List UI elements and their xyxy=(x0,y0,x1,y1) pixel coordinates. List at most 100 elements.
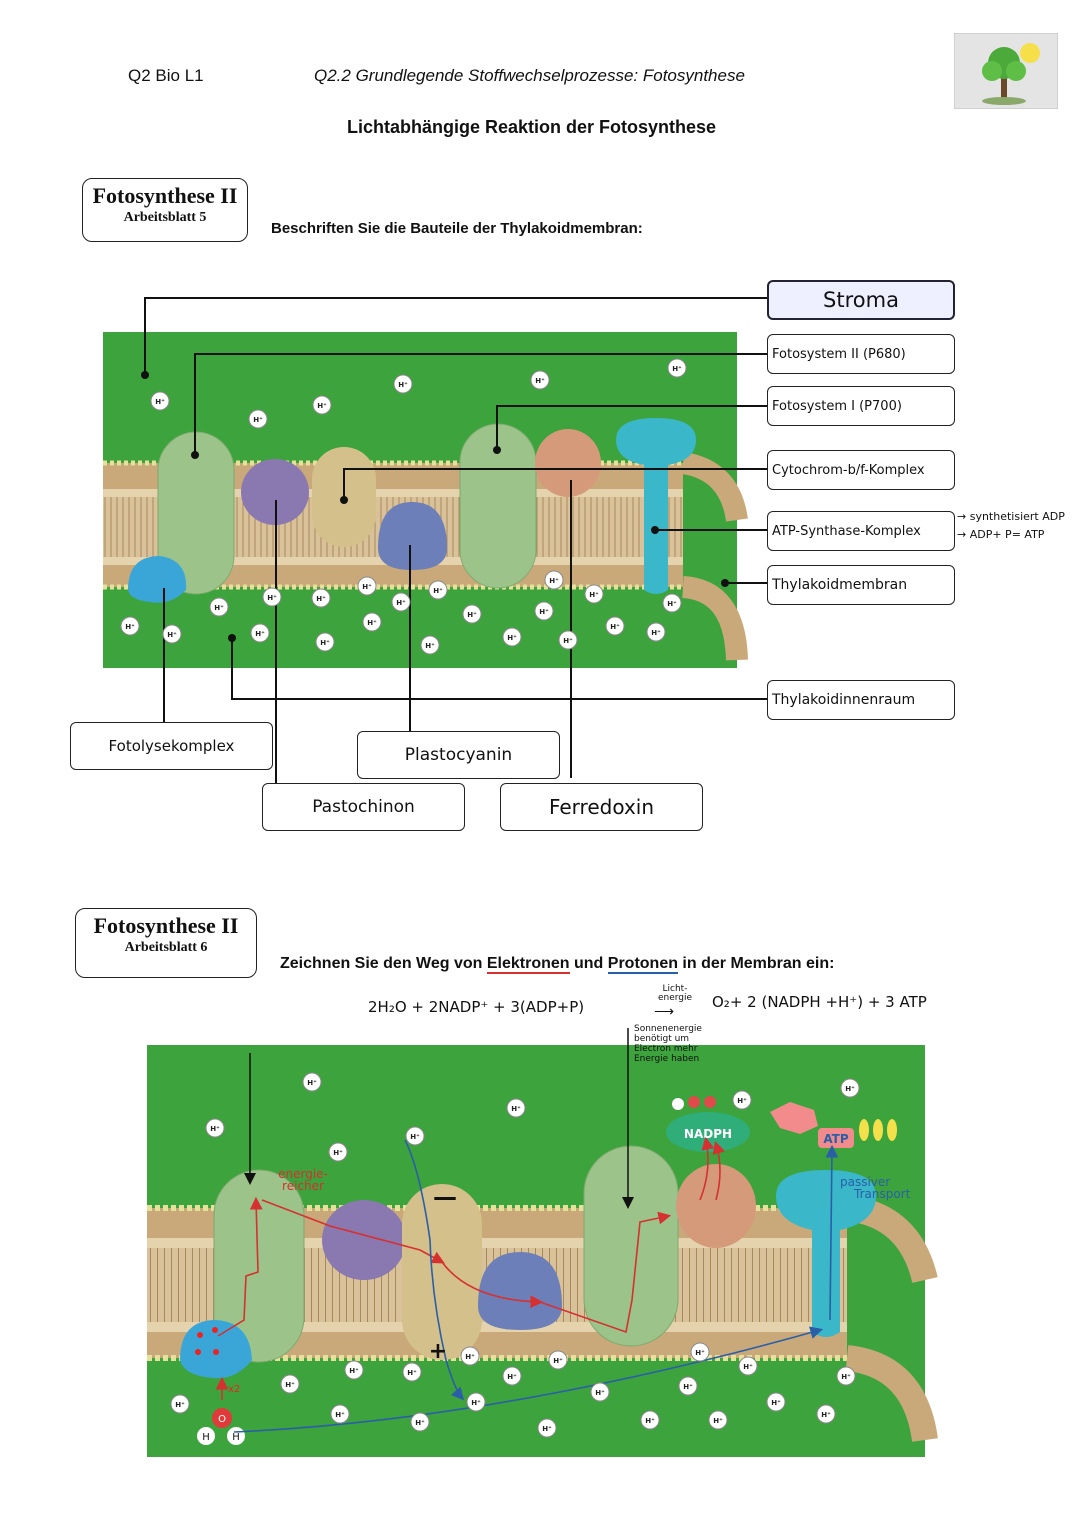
proton-dot xyxy=(766,1392,786,1412)
proton-dot xyxy=(840,1078,860,1098)
proton-dot-label: H⁺ xyxy=(549,577,559,585)
course-code: Q2 Bio L1 xyxy=(128,66,204,85)
proton-dot-label: H⁺ xyxy=(771,1399,781,1407)
water-h2: H xyxy=(232,1432,240,1443)
proton-dot xyxy=(836,1366,856,1386)
proton-dots-1: H⁺H⁺H⁺H⁺H⁺H⁺H⁺H⁺H⁺H⁺H⁺H⁺H⁺H⁺H⁺H⁺H⁺H⁺H⁺H⁺… xyxy=(120,358,687,655)
proton-dot xyxy=(738,1356,758,1376)
photolysis-protein-1 xyxy=(128,556,187,603)
proton-dot xyxy=(330,1404,350,1424)
tree-logo-icon xyxy=(953,32,1059,110)
proton-dot-label: H⁺ xyxy=(535,377,545,385)
proton-dot xyxy=(537,1418,557,1438)
proton-dot-label: H⁺ xyxy=(595,1389,605,1397)
proton-dot-label: H⁺ xyxy=(410,1133,420,1141)
proton-dot xyxy=(544,570,564,590)
water-h1: H xyxy=(202,1432,210,1443)
proton-dot-label: H⁺ xyxy=(563,637,573,645)
proton-dot xyxy=(460,1346,480,1366)
worksheet-2-badge: Fotosynthese II Arbeitsblatt 6 xyxy=(75,908,257,978)
atp-molecule xyxy=(770,1102,818,1134)
proton-dot xyxy=(462,604,482,624)
proton-dot xyxy=(678,1376,698,1396)
proton-dot xyxy=(502,1366,522,1386)
proton-dot-label: H⁺ xyxy=(433,587,443,595)
proton-dot xyxy=(315,632,335,652)
nadph-molecule xyxy=(666,1112,750,1152)
proton-dot xyxy=(250,623,270,643)
proton-dot-label: H⁺ xyxy=(316,595,326,603)
proton-dot xyxy=(391,592,411,612)
atp-synthase-protein-2 xyxy=(776,1170,876,1337)
proton-dot xyxy=(162,624,182,644)
proton-dot xyxy=(420,635,440,655)
proton-dot xyxy=(816,1404,836,1424)
proton-dot xyxy=(328,1142,348,1162)
proton-dot xyxy=(357,576,377,596)
proton-dot-label: H⁺ xyxy=(645,1417,655,1425)
proton-dot xyxy=(584,584,604,604)
proton-dot-label: H⁺ xyxy=(307,1079,317,1087)
proton-dot-label: H⁺ xyxy=(210,1125,220,1133)
proton-dot xyxy=(311,588,331,608)
worksheet-1-sheet: Arbeitsblatt 5 xyxy=(123,210,207,225)
proton-dot xyxy=(120,616,140,636)
proton-dot xyxy=(662,593,682,613)
proton-dot-label: H⁺ xyxy=(335,1411,345,1419)
photosystem-i-protein-2 xyxy=(583,1145,679,1347)
proton-dot-label: H⁺ xyxy=(695,1349,705,1357)
x2-note: x2 xyxy=(228,1384,240,1395)
label-photosystem-ii: Fotosystem II (P680) xyxy=(767,334,955,374)
proton-dot-label: H⁺ xyxy=(507,634,517,642)
proton-dot xyxy=(640,1410,660,1430)
proton-dot xyxy=(262,587,282,607)
proton-dot xyxy=(302,1072,322,1092)
proton-dot xyxy=(558,630,578,650)
equation-arrow-icon: ⟶ xyxy=(654,1003,675,1019)
proton-dot-label: H⁺ xyxy=(471,1399,481,1407)
label-thylakoidmembran: Thylakoidmembran xyxy=(767,565,955,605)
proton-dot xyxy=(410,1412,430,1432)
atp-synthase-protein-1 xyxy=(616,418,696,594)
worksheet-1-instruction: Beschriften Sie die Bauteile der Thylako… xyxy=(271,220,643,237)
proton-dot-label: H⁺ xyxy=(667,600,677,608)
proton-dot-label: H⁺ xyxy=(255,630,265,638)
proton-dot-label: H⁺ xyxy=(737,1097,747,1105)
proton-dot-label: H⁺ xyxy=(285,1381,295,1389)
proton-dot-label: H⁺ xyxy=(317,402,327,410)
proton-dot xyxy=(548,1350,568,1370)
proton-dot-label: H⁺ xyxy=(407,1369,417,1377)
proton-dot xyxy=(732,1090,752,1110)
plastocyanin-protein-1 xyxy=(378,502,447,570)
ferredoxin-protein-1 xyxy=(535,429,601,497)
atp-note-1: → synthetisiert ADP xyxy=(957,510,1065,523)
plastocyanin-protein-2 xyxy=(478,1252,562,1330)
proton-dot xyxy=(605,616,625,636)
label-ferredoxin: Ferredoxin xyxy=(500,783,703,831)
equation-right: O₂+ 2 (NADPH +H⁺) + 3 ATP xyxy=(712,993,927,1011)
proton-dots-2: H⁺H⁺H⁺H⁺H⁺H⁺H⁺H⁺H⁺H⁺H⁺H⁺H⁺H⁺H⁺H⁺H⁺H⁺H⁺H⁺… xyxy=(170,1072,860,1438)
proton-dot xyxy=(393,374,413,394)
proton-dot-label: H⁺ xyxy=(362,583,372,591)
proton-dot xyxy=(402,1362,422,1382)
proton-dot-label: H⁺ xyxy=(398,381,408,389)
proton-dot xyxy=(466,1392,486,1412)
proton-dot-label: H⁺ xyxy=(467,611,477,619)
plastochinon-protein-2 xyxy=(402,1184,482,1360)
proton-dot xyxy=(646,622,666,642)
proton-dot-label: H⁺ xyxy=(333,1149,343,1157)
proton-dot-label: H⁺ xyxy=(589,591,599,599)
proton-dot xyxy=(248,409,268,429)
proton-dot-label: H⁺ xyxy=(542,1425,552,1433)
worksheet-2-instruction: Zeichnen Sie den Weg von Elektronen und … xyxy=(280,955,835,974)
proton-dot-label: H⁺ xyxy=(167,631,177,639)
proton-dot xyxy=(690,1342,710,1362)
proton-dot-label: H⁺ xyxy=(396,599,406,607)
equation-left: 2H₂O + 2NADP⁺ + 3(ADP+P) xyxy=(368,998,585,1016)
atp-note-2: → ADP+ P= ATP xyxy=(957,528,1045,541)
sun-note: Sonnenenergie benötigt um Electron mehr … xyxy=(634,1024,702,1064)
proton-dot xyxy=(534,601,554,621)
proton-dot xyxy=(150,391,170,411)
proton-dot xyxy=(312,395,332,415)
